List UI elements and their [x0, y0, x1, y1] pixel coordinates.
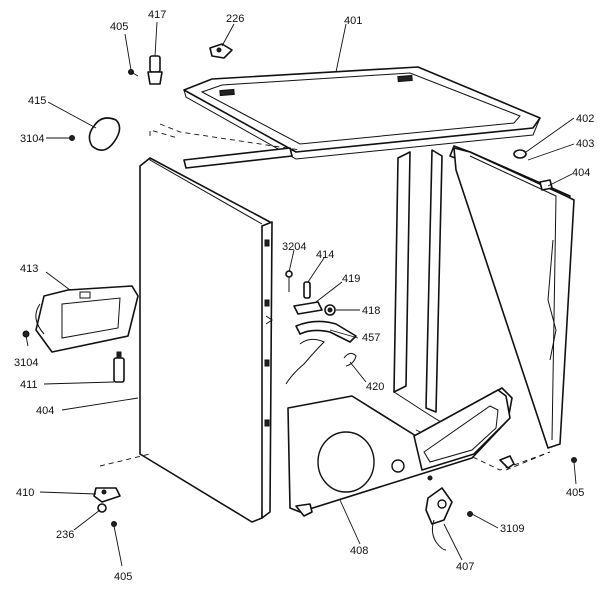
label-410: 410 [16, 487, 34, 499]
label-413: 413 [20, 263, 38, 275]
label-420: 420 [366, 381, 384, 393]
part-414-pin [303, 281, 311, 299]
top-panel [183, 66, 541, 160]
label-402: 402 [576, 113, 594, 125]
label-236: 236 [56, 529, 74, 541]
label-414: 414 [316, 249, 334, 261]
label-405-top: 405 [110, 21, 128, 33]
label-405-bottom-left: 405 [114, 571, 132, 583]
part-410-bracket [93, 487, 121, 503]
part-3109-screw [467, 511, 473, 517]
part-226-bracket [209, 43, 233, 59]
label-411: 411 [20, 379, 38, 391]
part-419-block [293, 301, 323, 315]
label-3104-left: 3104 [14, 357, 38, 369]
label-415: 415 [28, 95, 46, 107]
part-407-motor-bracket [425, 487, 453, 551]
part-418-nut [324, 304, 336, 316]
label-3204: 3204 [282, 241, 306, 253]
label-408: 408 [350, 545, 368, 557]
label-405-right: 405 [566, 487, 584, 499]
part-415-cover [88, 117, 121, 151]
part-3204-screw [285, 270, 293, 292]
part-420-wire [285, 338, 357, 385]
label-226: 226 [226, 13, 244, 25]
label-419: 419 [342, 273, 360, 285]
label-3104-top: 3104 [20, 133, 44, 145]
label-457: 457 [362, 332, 380, 344]
part-457-bracket [295, 320, 357, 343]
label-401: 401 [344, 15, 362, 27]
callout-labels: 405 417 226 401 415 3104 402 403 404 320… [14, 9, 594, 583]
part-402-403-clip [513, 149, 553, 191]
label-404-right: 404 [572, 167, 590, 179]
label-418: 418 [362, 305, 380, 317]
label-407: 407 [456, 561, 474, 573]
front-bulkhead [99, 387, 551, 517]
heater-shield [35, 285, 139, 353]
label-3109: 3109 [500, 523, 524, 535]
part-417-switch [147, 55, 163, 85]
label-404-left: 404 [36, 405, 54, 417]
right-side-panel [453, 147, 575, 449]
label-403: 403 [576, 138, 594, 150]
left-side-panel [139, 157, 273, 523]
leader-lines [25, 21, 577, 567]
part-405-screws [22, 69, 577, 527]
label-417: 417 [148, 9, 166, 21]
part-411-fuse [113, 351, 125, 383]
